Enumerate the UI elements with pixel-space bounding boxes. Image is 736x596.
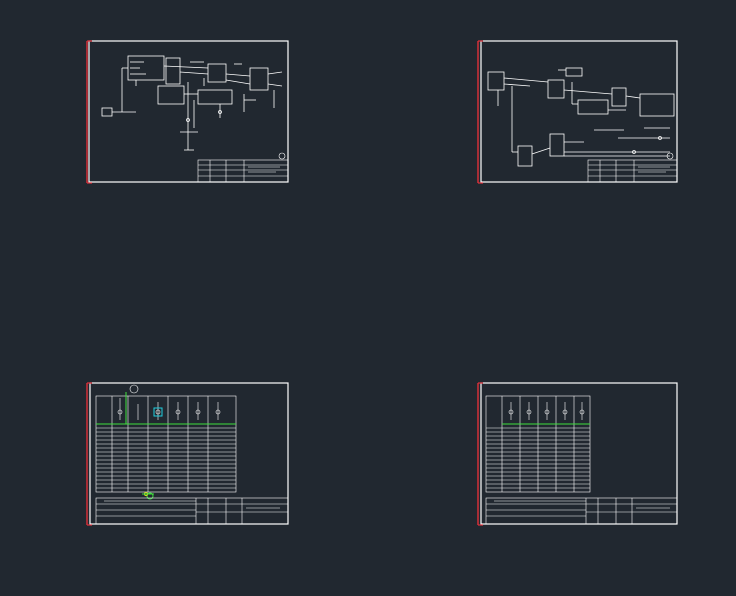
accent-markers [96,392,236,500]
drawing-sheet-4[interactable] [474,380,682,528]
drawing-sheet-3[interactable] [84,380,292,528]
sheet-4-canvas [477,382,678,526]
title-block [197,152,289,183]
title-block [587,152,678,183]
sheet-2-canvas [477,40,678,184]
sheet-border [480,382,678,525]
switchgear-schedule [485,395,591,493]
sheet-border [88,40,289,183]
single-line-diagram [487,67,675,167]
sheet-1-canvas [86,40,289,184]
title-block [485,497,678,525]
sheet-3-canvas [86,382,289,526]
title-block [95,497,289,525]
sheet-border [89,382,289,525]
switchgear-schedule [95,384,237,493]
sheet-border [480,40,678,183]
single-line-diagram [101,55,283,151]
drawing-sheet-1[interactable] [84,38,292,186]
drawing-sheet-2[interactable] [474,38,682,186]
